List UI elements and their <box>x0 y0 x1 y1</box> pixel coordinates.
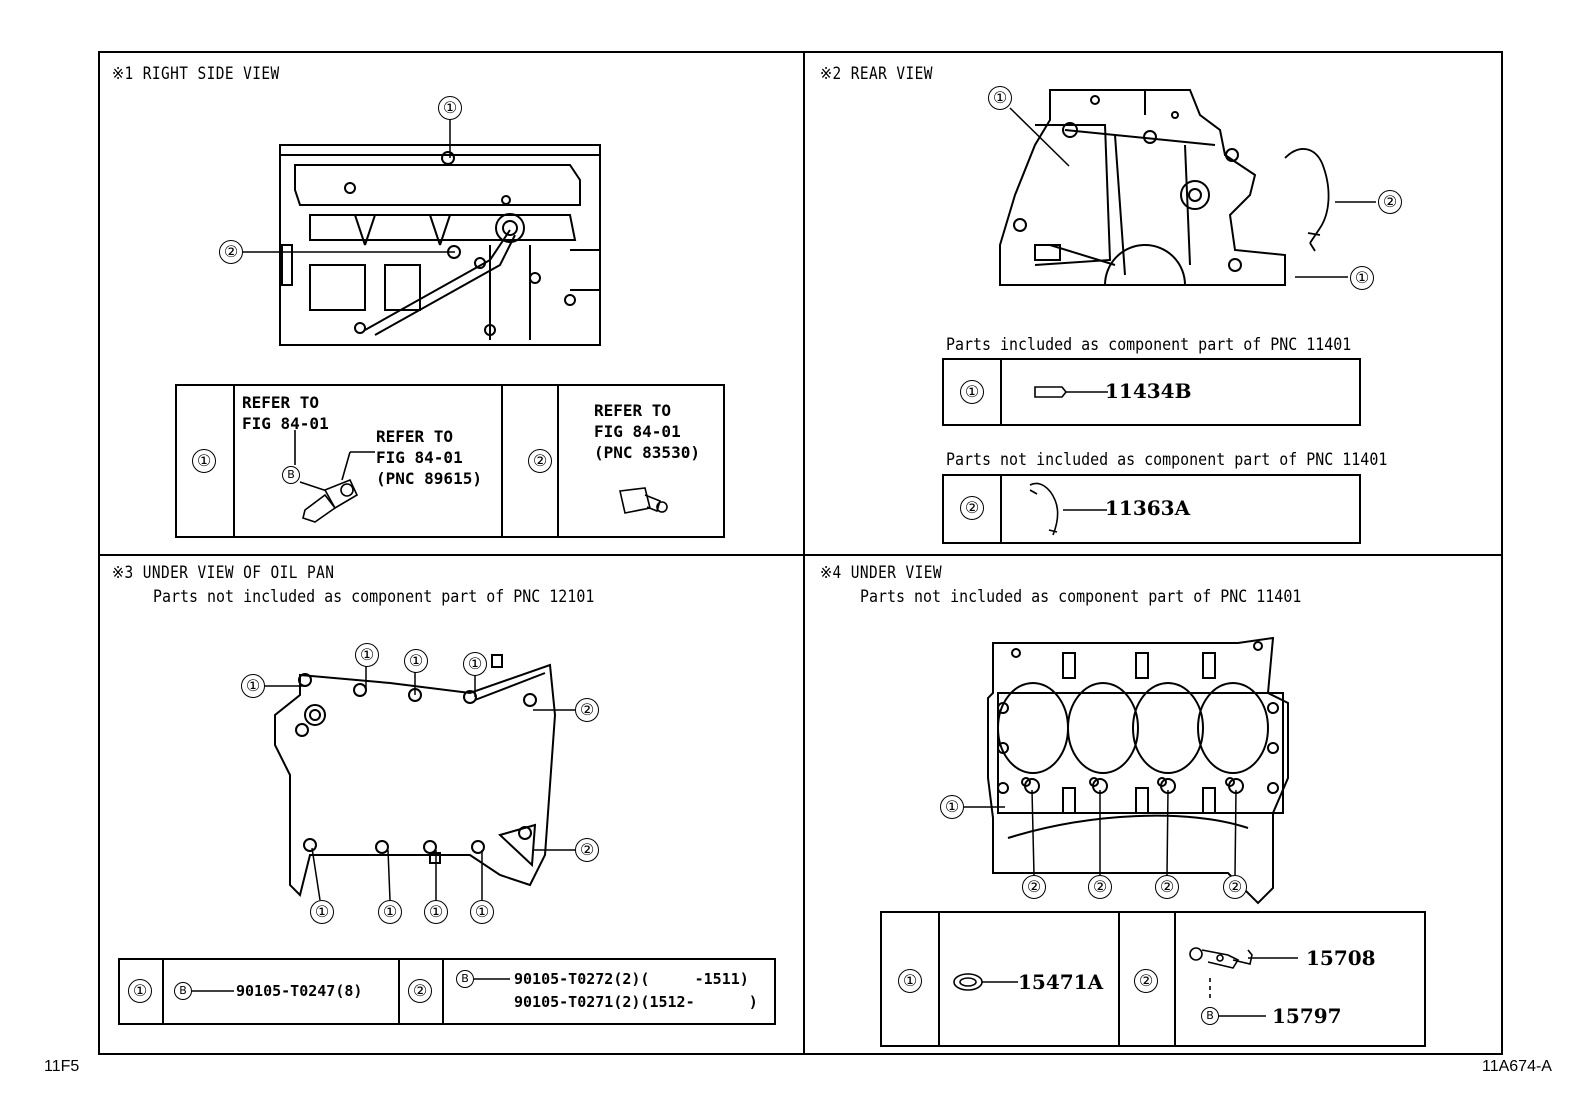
panel4-part-15471A: 15471A <box>1018 970 1104 994</box>
panel4-note: Parts not included as component part of … <box>860 587 1302 607</box>
panel3-callout-6: ② <box>575 838 599 862</box>
knock-sensor-part-drawing <box>294 430 375 523</box>
panel3-row1-leader <box>192 990 234 992</box>
panel2-part-11434B: 11434B <box>1105 379 1192 403</box>
panel4-callout-4: ② <box>1155 875 1179 899</box>
bracket-part-drawing <box>1029 482 1107 536</box>
panel3-row2-leader <box>474 978 510 980</box>
panel4-callout-2: ② <box>1022 875 1046 899</box>
panel3-callout-8: ① <box>378 900 402 924</box>
panel2-note-included: Parts included as component part of PNC … <box>946 335 1352 355</box>
panel4-callout-3: ② <box>1088 875 1112 899</box>
panel3-title: ※3 UNDER VIEW OF OIL PAN <box>112 563 335 583</box>
panel3-row1-b-mark: B <box>174 982 192 1000</box>
panel1-row2-ref: REFER TO FIG 84-01 (PNC 83530) <box>594 401 700 462</box>
panel1-callout-1: ① <box>438 96 462 120</box>
panel4-title: ※4 UNDER VIEW <box>820 563 943 583</box>
panel3-row1-number: ① <box>128 979 152 1003</box>
oil-pressure-switch-drawing <box>619 487 668 514</box>
engine-block-side-drawing <box>279 144 601 346</box>
panel2-row1-number: ① <box>960 380 984 404</box>
panel3-callout-4: ① <box>463 652 487 676</box>
panel4-callout-5: ② <box>1223 875 1247 899</box>
panel4-part-15797: 15797 <box>1272 1004 1342 1028</box>
engine-block-rear-drawing <box>999 89 1286 286</box>
panel2-not-included-table <box>942 474 1361 544</box>
panel1-b-mark: B <box>282 466 300 484</box>
panel2-callout-2: ② <box>1378 190 1402 214</box>
dowel-pin-drawing <box>1034 386 1108 398</box>
panel2-included-table <box>942 358 1361 426</box>
panel3-callout-7: ① <box>310 900 334 924</box>
panel3-row2-part-a: 90105-T0272(2)( -1511) <box>514 970 749 988</box>
footer-left-code: 11F5 <box>44 1058 80 1075</box>
panel3-row2-number: ② <box>408 979 432 1003</box>
panel3-callout-2: ① <box>355 643 379 667</box>
panel1-callout-2: ② <box>219 240 243 264</box>
panel4-row2-b-mark: B <box>1201 1007 1219 1025</box>
panel1-title: ※1 RIGHT SIDE VIEW <box>112 64 280 84</box>
panel3-callout-5: ② <box>575 698 599 722</box>
panel2-title: ※2 REAR VIEW <box>820 64 933 84</box>
panel2-part-11363A: 11363A <box>1105 496 1191 520</box>
panel3-callout-3: ① <box>404 649 428 673</box>
panel4-parts-table <box>880 911 1426 1047</box>
panel2-callout-3: ① <box>1350 266 1374 290</box>
diagram-frame <box>98 51 1503 1055</box>
panel3-note: Parts not included as component part of … <box>153 587 595 607</box>
panel4-row2-number: ② <box>1134 969 1158 993</box>
panel3-callout-9: ① <box>424 900 448 924</box>
oil-jet-part-drawing <box>1189 947 1298 1017</box>
panel1-row1-number: ① <box>192 449 216 473</box>
panel3-callout-1: ① <box>241 674 265 698</box>
panel1-row2-number: ② <box>528 449 552 473</box>
panel4-callout-1: ① <box>940 795 964 819</box>
oil-pan-under-drawing <box>274 654 557 897</box>
panel3-row2-part-b: 90105-T0271(2)(1512- ) <box>514 993 758 1011</box>
panel2-note-not-included: Parts not included as component part of … <box>946 450 1388 470</box>
crank-sensor-bracket-drawing <box>1284 148 1330 252</box>
panel3-callout-10: ① <box>470 900 494 924</box>
engine-block-under-drawing <box>987 636 1289 905</box>
panel1-row1-ref-a: REFER TO FIG 84-01 <box>242 393 329 433</box>
panel1-row1-ref-b: REFER TO FIG 84-01 (PNC 89615) <box>376 427 482 488</box>
panel2-callout-1: ① <box>988 86 1012 110</box>
panel3-row2-b-mark: B <box>456 970 474 988</box>
panel2-row2-number: ② <box>960 496 984 520</box>
panel3-parts-table <box>118 958 776 1025</box>
vertical-divider <box>803 51 805 1055</box>
oil-jet-seal-drawing <box>953 973 1018 991</box>
horizontal-divider <box>98 554 1503 556</box>
footer-right-code: 11A674-A <box>1482 1058 1552 1075</box>
panel1-parts-table <box>175 384 725 538</box>
panel4-part-15708: 15708 <box>1306 946 1376 970</box>
panel3-row1-part: 90105-T0247(8) <box>236 982 363 1000</box>
panel4-row1-number: ① <box>898 969 922 993</box>
